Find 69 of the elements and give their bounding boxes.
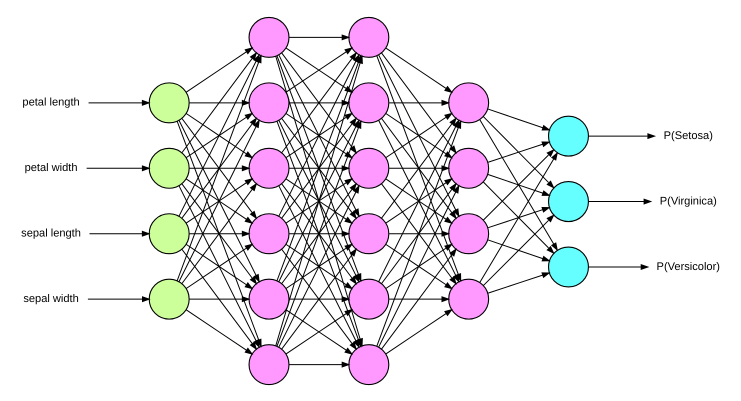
node-circle [448,212,490,254]
node-circle [148,147,190,188]
node-text: petal width [24,162,78,174]
arrow [588,263,650,270]
node-circle [248,147,290,188]
arrow [482,148,555,220]
node-circle [548,180,589,222]
arrow [588,132,656,139]
arrow [479,118,558,251]
arrow [186,46,254,92]
arrow [388,230,450,236]
arrow [488,206,551,228]
node-circle [148,278,190,320]
arrow [388,296,450,302]
arrow [482,181,555,254]
node-circle [148,82,190,123]
node-circle [448,82,490,123]
arrow [288,296,350,302]
node-text: P(Versicolor) [656,260,720,272]
arrow [479,151,558,282]
arrow [488,272,551,294]
arrow [386,47,453,93]
arrow [482,214,555,286]
node-text: petal length [22,96,80,108]
arrow [189,230,250,236]
arrow [378,184,460,348]
node-text: P(Setosa) [664,129,713,142]
node-circle [248,16,290,58]
arrow [288,361,350,368]
node-text: sepal width [23,292,79,304]
arrow [487,173,551,196]
arrow [189,164,250,171]
node-circle [548,246,589,288]
arrow [181,248,258,350]
arrow [487,238,551,261]
arrow [381,248,457,350]
arrow [88,230,151,236]
arrow [487,108,551,130]
node-text: P(Virginica) [660,194,717,207]
arrow [178,184,260,348]
node-circle [248,344,290,385]
arrow [386,308,453,354]
arrow [288,34,350,40]
node-circle [148,212,190,254]
arrow [189,296,250,302]
node-circle [348,344,390,385]
arrow [288,230,350,236]
node-circle [348,212,390,254]
node-circle [348,278,390,320]
arrow [86,164,151,171]
arrow [186,308,254,354]
arrow [388,99,450,106]
node-text: sepal length [21,226,81,239]
arrow [381,52,457,154]
arrow [482,116,555,188]
arrow [88,99,151,106]
node-circle [348,147,390,188]
arrow [488,141,551,162]
arrow [181,51,258,153]
node-circle [248,278,290,320]
node-circle [348,16,390,58]
node-circle [448,147,490,188]
node-circle [248,212,290,254]
node-circle [248,82,290,123]
node-circle [548,115,589,156]
node-circle [348,82,390,123]
node-circle [448,278,490,320]
arrow [588,198,652,204]
arrow [87,296,151,302]
